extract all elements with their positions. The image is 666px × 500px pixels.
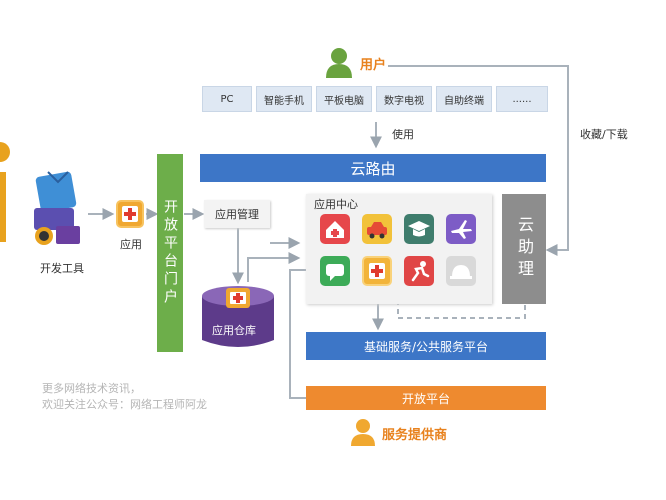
chat-app-icon <box>320 256 350 286</box>
cloud-assistant-label: 云助理 <box>515 216 534 282</box>
open-platform-label: 开放平台 <box>401 391 450 406</box>
user-label: 用户 <box>360 58 387 73</box>
center-plus-app-icon <box>362 256 392 286</box>
cloud-router-label: 云路由 <box>350 159 396 178</box>
helmet-app-icon <box>446 256 476 286</box>
cloud-assistant-bar: 云助理 <box>502 194 546 304</box>
sport-app-icon <box>404 256 434 286</box>
dev-tools-label: 开发工具 <box>40 262 84 275</box>
developer-avatar-icon <box>0 140 14 250</box>
home-app-icon <box>320 214 350 244</box>
app-warehouse-cylinder <box>200 284 276 352</box>
open-platform-portal-bar: 开放平台门户 <box>157 154 183 352</box>
terminal-kiosk: 自助终端 <box>436 86 492 112</box>
terminal-tablet: 平板电脑 <box>316 86 372 112</box>
watermark-line-2: 欢迎关注公众号：网络工程师阿龙 <box>42 398 207 411</box>
collect-download-label: 收藏/下载 <box>580 128 628 141</box>
terminal-tv: 数字电视 <box>376 86 432 112</box>
watermark-line-1: 更多网络技术资讯， <box>42 382 141 395</box>
user-avatar-icon <box>324 46 354 78</box>
warehouse-to-center-arrow <box>247 252 301 282</box>
terminal-smartphone: 智能手机 <box>256 86 312 112</box>
app-management-box: 应用管理 <box>204 200 270 228</box>
app-label: 应用 <box>120 238 142 251</box>
airplane-app-icon <box>446 214 476 244</box>
app-management-label: 应用管理 <box>215 208 259 221</box>
app-center-label: 应用中心 <box>314 198 358 211</box>
basic-services-label: 基础服务/公共服务平台 <box>363 339 489 354</box>
open-platform-bar: 开放平台 <box>306 386 546 410</box>
dev-tools-icon <box>28 168 88 248</box>
basic-services-bar: 基础服务/公共服务平台 <box>306 332 546 360</box>
cloud-router-bar: 云路由 <box>200 154 546 182</box>
provider-label: 服务提供商 <box>382 428 448 443</box>
car-app-icon <box>362 214 392 244</box>
graduation-cap-app-icon <box>404 214 434 244</box>
provider-avatar-icon <box>350 418 376 446</box>
app-plus-icon <box>116 200 144 228</box>
use-label: 使用 <box>392 128 414 141</box>
terminal-more: ...... <box>496 86 548 112</box>
terminal-pc: PC <box>202 86 252 112</box>
app-warehouse-label: 应用仓库 <box>212 324 256 337</box>
portal-label: 开放平台门户 <box>162 199 178 307</box>
